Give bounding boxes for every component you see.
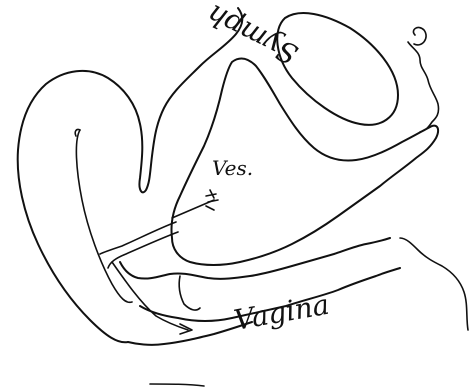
perineum-right bbox=[400, 238, 468, 330]
urethra-lower bbox=[108, 232, 178, 268]
symphysis-outline bbox=[277, 13, 398, 125]
top-right-curl bbox=[413, 27, 426, 44]
cervix-lip bbox=[179, 276, 200, 310]
lower-outer-contour bbox=[128, 322, 252, 345]
symphysis-label: Symph bbox=[201, 0, 303, 71]
vagina-arrow-shaft bbox=[112, 262, 188, 330]
bottom-baseline bbox=[150, 384, 204, 386]
vagina-label: Vagina bbox=[231, 288, 331, 337]
anterior-wall-line bbox=[408, 42, 439, 132]
inner-posterior-line bbox=[76, 130, 132, 302]
ves-label: Ves. bbox=[212, 156, 253, 180]
peritoneum-line bbox=[18, 8, 243, 342]
